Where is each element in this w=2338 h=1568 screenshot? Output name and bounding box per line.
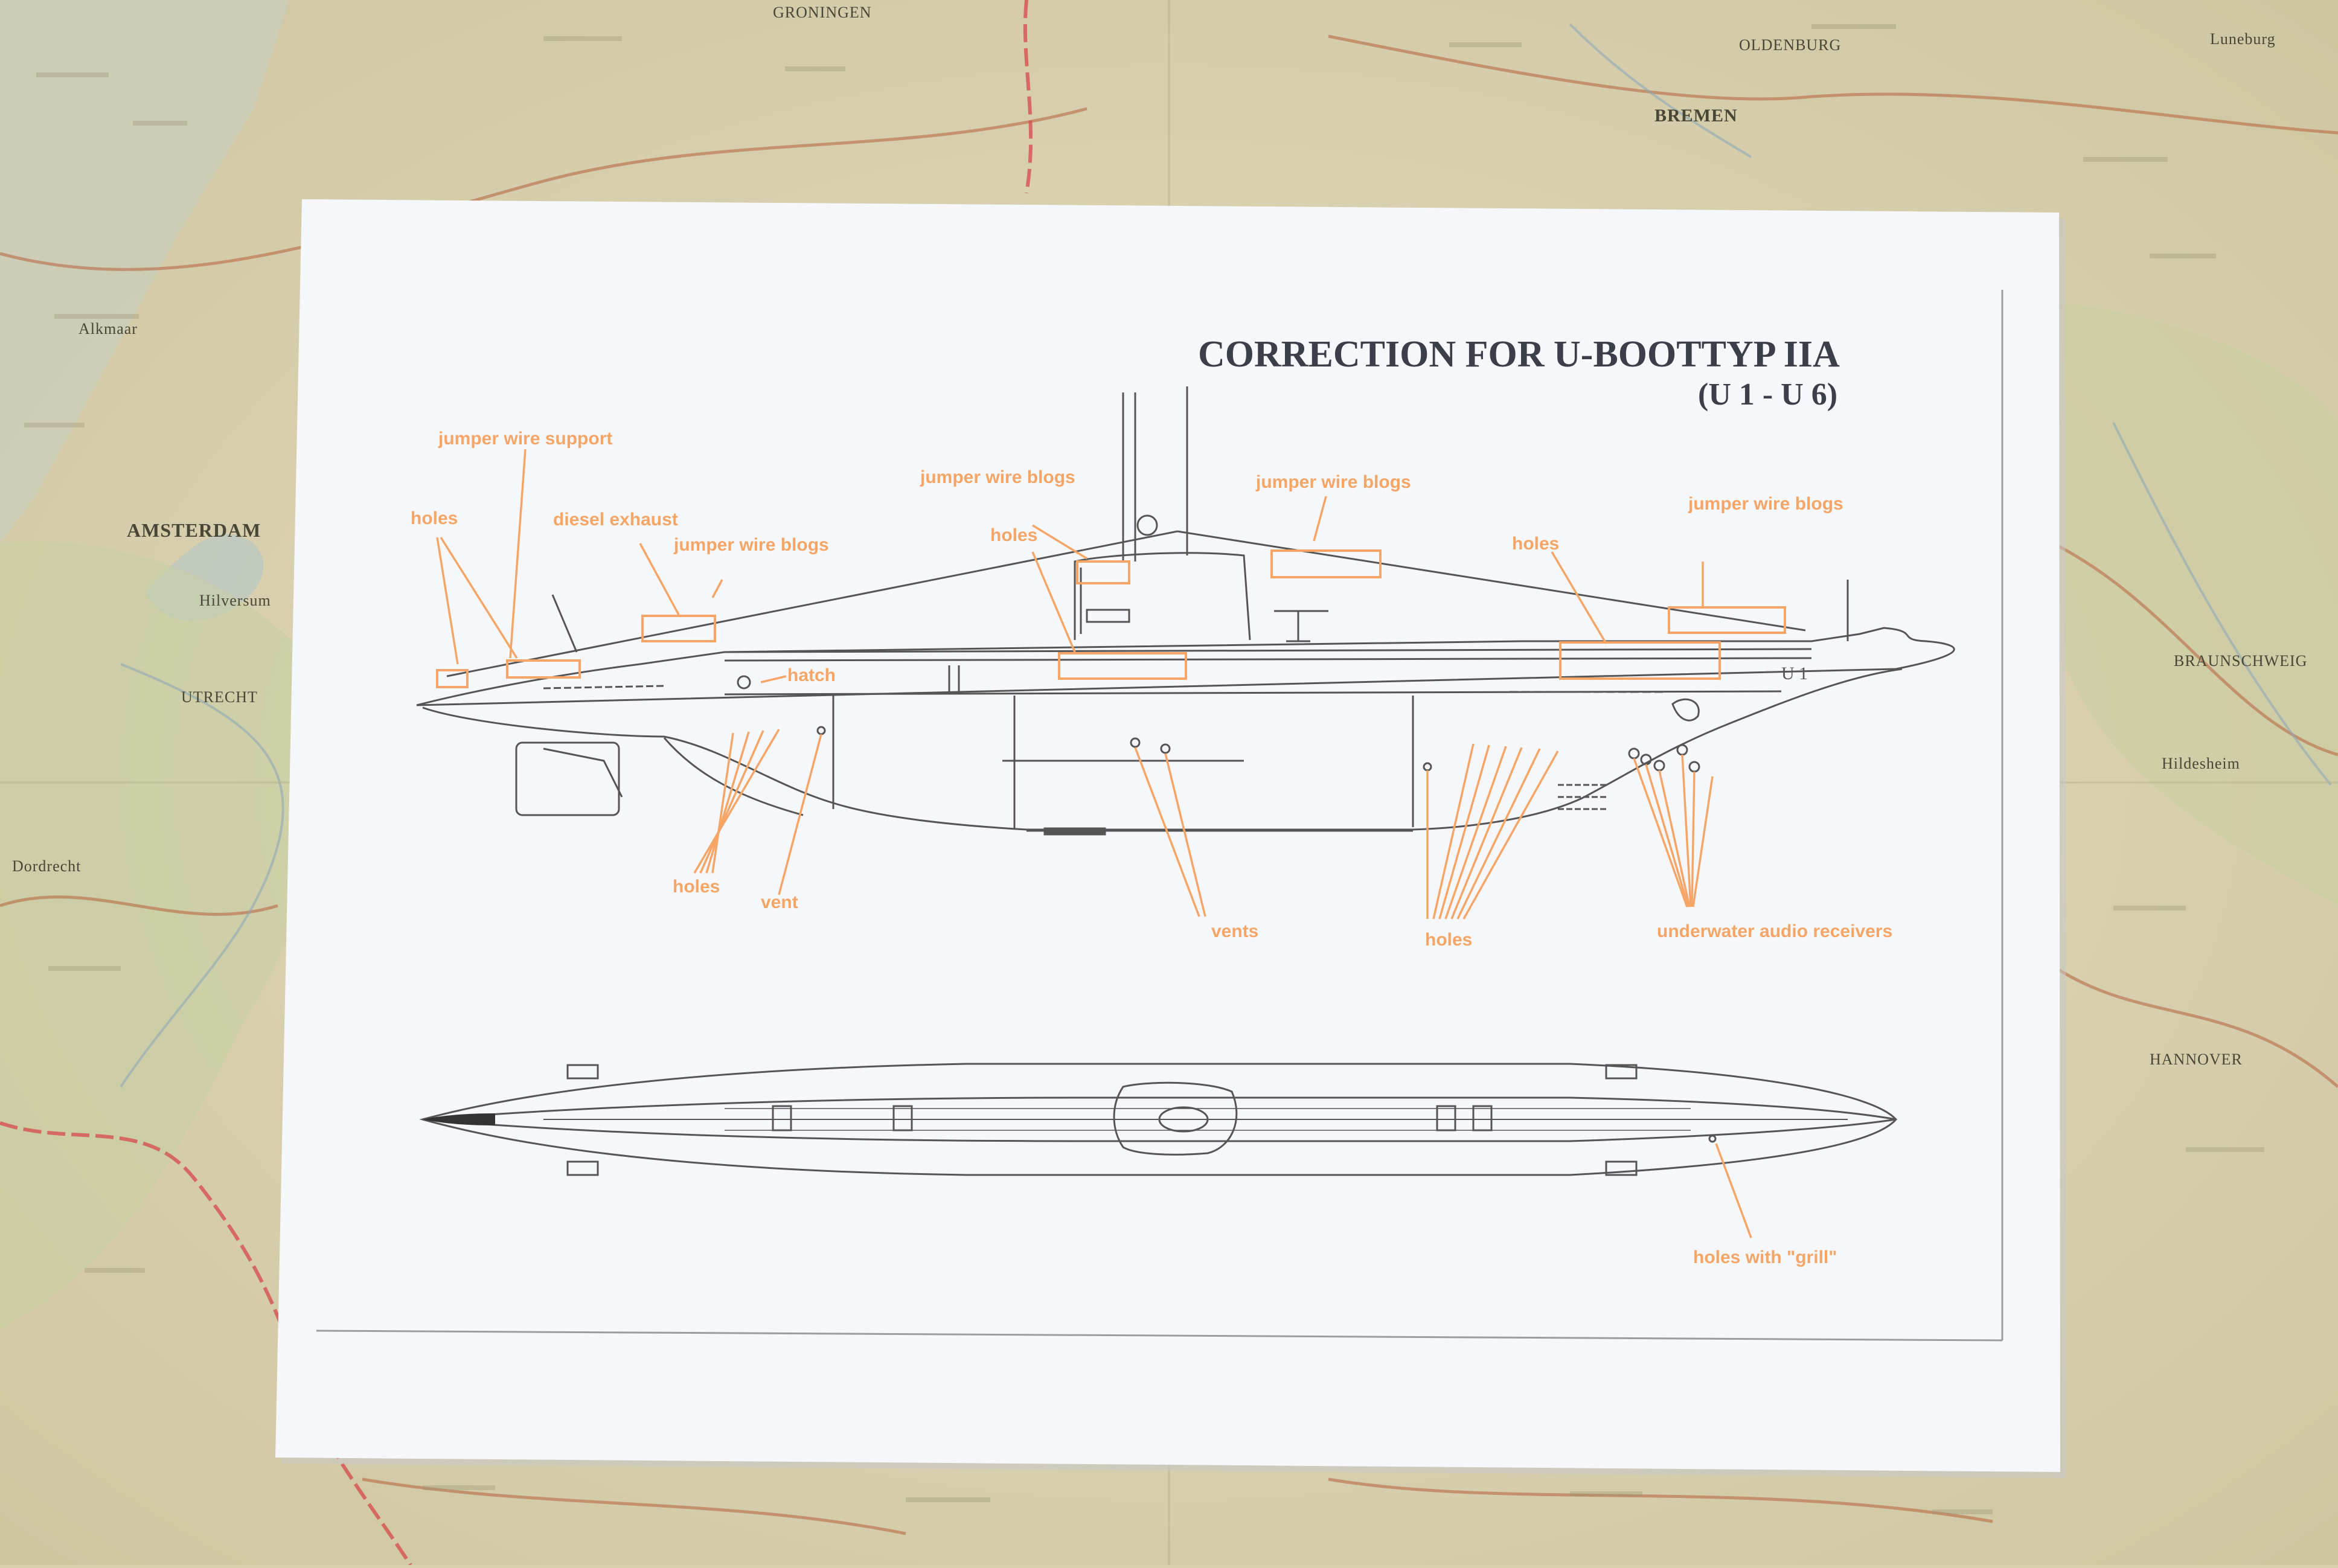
map-label-dordrecht: Dordrecht bbox=[12, 857, 82, 875]
map-label-luneburg: Luneburg bbox=[2210, 30, 2276, 48]
map-label-hilversum: Hilversum bbox=[199, 592, 271, 609]
map-label-braunschweig: BRAUNSCHWEIG bbox=[2174, 652, 2308, 670]
map-label-oldenburg: OLDENBURG bbox=[1739, 36, 1842, 54]
map-label-hildesheim: Hildesheim bbox=[2162, 755, 2240, 772]
map-label-groningen: GRONINGEN bbox=[773, 4, 872, 21]
map-label-alkmaar: Alkmaar bbox=[78, 320, 138, 338]
map-label-utrecht: UTRECHT bbox=[181, 688, 258, 706]
map-label-hannover: HANNOVER bbox=[2150, 1051, 2243, 1068]
map-label-bremen: BREMEN bbox=[1654, 106, 1738, 126]
map-label-amsterdam: AMSTERDAM bbox=[127, 519, 261, 541]
